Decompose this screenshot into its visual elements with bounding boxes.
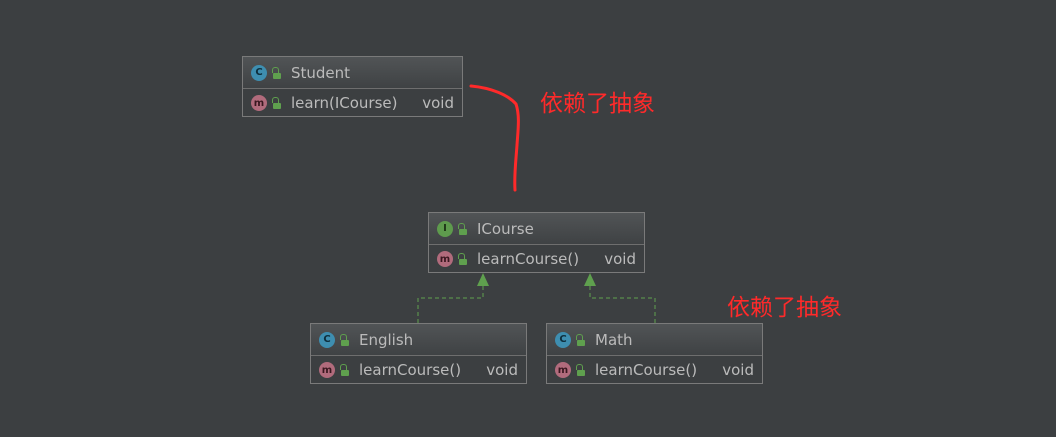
english-class-box[interactable]: C English m learnCourse() void [310,323,527,384]
class-icon: C [319,331,335,348]
public-lock-icon [339,364,349,376]
interface-icon: I [437,220,453,237]
public-lock-icon [457,253,467,265]
math-class-header[interactable]: C Math [547,324,762,356]
method-icon: m [251,95,267,111]
interface-name: ICourse [477,219,534,238]
math-class-box[interactable]: C Math m learnCourse() void [546,323,763,384]
return-type: void [722,361,754,379]
return-type: void [486,361,518,379]
method-signature: learnCourse() [595,361,698,379]
math-implements-arrowhead [584,273,596,286]
public-lock-icon [339,333,349,346]
annotation-stroke [469,84,520,192]
class-icon: C [555,331,571,348]
english-method-row[interactable]: m learnCourse() void [311,356,526,384]
math-method-row[interactable]: m learnCourse() void [547,356,762,384]
class-name: Student [291,63,351,82]
icourse-method-row[interactable]: m learnCourse() void [429,245,644,273]
annotation-top: 依赖了抽象 [540,91,655,117]
method-icon: m [555,362,571,378]
return-type: void [604,250,636,268]
method-icon: m [437,251,453,267]
english-class-header[interactable]: C English [311,324,526,356]
method-signature: learn(ICourse) [291,94,398,112]
method-signature: learnCourse() [359,361,462,379]
method-signature: learnCourse() [477,250,580,268]
public-lock-icon [575,364,585,376]
public-lock-icon [457,222,467,235]
english-implements-arrowhead [477,273,489,286]
annotation-bottom: 依赖了抽象 [727,295,842,321]
class-icon: C [251,64,267,81]
return-type: void [422,94,454,112]
class-name: Math [595,330,633,349]
math-implements-edge [589,286,656,323]
student-class-header[interactable]: C Student [243,57,462,89]
public-lock-icon [271,97,281,109]
icourse-interface-box[interactable]: I ICourse m learnCourse() void [428,212,645,273]
english-implements-edge [417,286,484,323]
public-lock-icon [271,66,281,79]
student-class-box[interactable]: C Student m learn(ICourse) void [242,56,463,117]
method-icon: m [319,362,335,378]
student-method-row[interactable]: m learn(ICourse) void [243,89,462,117]
class-name: English [359,330,414,349]
icourse-interface-header[interactable]: I ICourse [429,213,644,245]
public-lock-icon [575,333,585,346]
